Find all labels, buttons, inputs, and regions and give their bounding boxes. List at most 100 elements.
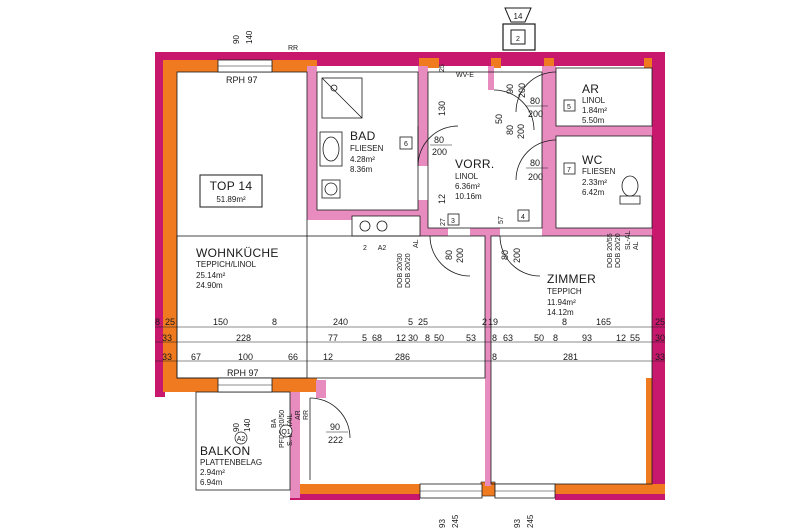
appliance-number-2: 2 xyxy=(363,245,367,252)
window-bottom-h1: 245 xyxy=(451,514,460,528)
door-zimmer-height: 200 xyxy=(512,248,522,263)
door-ar-height: 200 xyxy=(528,109,543,119)
dim1-6: 25 xyxy=(418,317,428,327)
dimension-chain-3: 33 67 100 66 12 286 8 281 33 xyxy=(155,352,665,362)
dim2-17: 30 xyxy=(655,333,665,343)
room-vorr-perimeter: 10.16m xyxy=(455,192,482,201)
dimension-chain-1: 8 25 150 8 240 5 25 2 19 8 165 25 xyxy=(155,317,665,328)
dob-right-slal: SL-AL xyxy=(625,230,632,250)
door-entry-width: 80 xyxy=(505,125,515,135)
room-ar-perimeter: 5.50m xyxy=(582,116,605,125)
dimension-chain-2: 33 228 77 5 68 12 30 8 50 53 8 63 50 8 9… xyxy=(155,333,665,343)
dob-left-al: AL xyxy=(413,239,420,248)
room-vorr: VORR. LINOL 6.36m² 10.16m xyxy=(455,157,494,201)
room-bad: BAD FLIESEN 4.28m² 8.36m 6 xyxy=(350,129,413,174)
room-vorr-area: 6.36m² xyxy=(455,182,480,191)
stair-marker: 14 2 xyxy=(502,7,536,51)
room-balkon-floor: PLATTENBELAG xyxy=(200,458,262,467)
dim2-1: 228 xyxy=(236,333,251,343)
dob-right-1: DOB 20/55 xyxy=(607,233,614,268)
door-bad-width: 80 xyxy=(434,135,444,145)
door-swing-vorr-top xyxy=(493,89,535,131)
dim2-2: 77 xyxy=(328,333,338,343)
balcony-ba: BA xyxy=(271,418,278,428)
top-label-title: TOP 14 xyxy=(210,179,253,193)
balcony-ar-code: AR xyxy=(295,410,302,420)
dim3-6: 8 xyxy=(492,352,497,362)
dim1-2: 150 xyxy=(213,317,228,327)
sink-icon xyxy=(319,131,343,167)
door-entry-height: 200 xyxy=(516,124,526,139)
balcony-window-height: 140 xyxy=(243,418,252,432)
shower-tray-icon xyxy=(321,77,363,119)
outline-strokes xyxy=(176,67,653,491)
room-zimmer-name: ZIMMER xyxy=(547,272,596,286)
balcony-door-height: 222 xyxy=(328,435,343,445)
room-balkon-name: BALKON xyxy=(200,444,251,458)
window-mid-rph: RPH 97 xyxy=(227,368,259,378)
door-zimmer-width: 80 xyxy=(500,250,510,260)
window-bottom-w2: 93 xyxy=(513,519,522,528)
wv-label: WV-E xyxy=(456,72,474,79)
room-wc: WC FLIESEN 2.33m² 6.42m 7 xyxy=(563,153,641,205)
dim2-6: 30 xyxy=(408,333,418,343)
dim3-7: 281 xyxy=(563,352,578,362)
dim-27: 27 xyxy=(440,218,447,226)
vorr-door-marker: 3 xyxy=(447,213,460,226)
room-balkon: BALKON PLATTENBELAG 2.94m² 6.94m xyxy=(200,444,262,487)
door-swing-wc xyxy=(515,139,557,181)
room-wohnkueche-perimeter: 24.90m xyxy=(196,281,223,290)
room-bad-floor: FLIESEN xyxy=(350,144,384,153)
marker-q1: Q1 xyxy=(281,429,290,436)
door-swings xyxy=(309,71,557,480)
balcony-window-width: 90 xyxy=(232,423,241,432)
room-wohnkueche-name: WOHNKÜCHE xyxy=(196,246,279,260)
room-ar: AR LINOL 1.84m² 5.50m 5 xyxy=(563,82,607,125)
door-dims: 80 200 90 200 80 200 80 200 80 200 80 20… xyxy=(430,64,548,263)
dim1-10: 165 xyxy=(596,317,611,327)
dim3-4: 12 xyxy=(323,352,333,362)
room-wohnkueche-area: 25.14m² xyxy=(196,271,226,280)
room-wc-area: 2.33m² xyxy=(582,178,607,187)
window-top-left-width: 90 xyxy=(232,35,241,44)
dim1-0: 8 xyxy=(155,317,160,327)
door-swing-zimmer xyxy=(499,235,541,277)
room-ar-floor: LINOL xyxy=(582,96,606,105)
room-bad-perimeter: 8.36m xyxy=(350,165,373,174)
dim2-14: 93 xyxy=(582,333,592,343)
room-wohnkueche: WOHNKÜCHE TEPPICH/LINOL 25.14m² 24.90m xyxy=(196,246,279,290)
dim1-1: 25 xyxy=(165,317,175,327)
marker-a2: A2 xyxy=(237,436,246,443)
hob-icon-2 xyxy=(376,220,388,232)
dim-25: 25 xyxy=(439,64,446,72)
window-mid: RPH 97 xyxy=(217,368,273,393)
door-bad-height: 200 xyxy=(432,147,447,157)
room-balkon-perimeter: 6.94m xyxy=(200,478,223,487)
room-zimmer-perimeter: 14.12m xyxy=(547,308,574,317)
toilet-icon xyxy=(619,175,641,205)
dim2-10: 8 xyxy=(492,333,497,343)
balcony-door: 90 140 90 222 BA PFDB 20/50 S. DETAIL A2… xyxy=(232,410,348,448)
dob-right-al: AL xyxy=(633,241,640,250)
dim2-13: 8 xyxy=(553,333,558,343)
room-ar-area: 1.84m² xyxy=(582,106,607,115)
door-swing-balkon xyxy=(309,397,351,439)
door-vorr-top-height: 200 xyxy=(517,83,527,98)
window-top-left: 90 140 RR RPH 97 xyxy=(217,30,298,85)
room-zimmer-floor: TEPPICH xyxy=(547,287,582,296)
door-wc-width: 80 xyxy=(530,158,540,168)
appliance-notes: 2 A2 DOB 20/30 DOB 20/20 AL DOB 20/55 DO… xyxy=(359,220,640,288)
stair-symbol: 2 xyxy=(516,36,520,43)
room-wc-floor: FLIESEN xyxy=(582,167,616,176)
room-balkon-area: 2.94m² xyxy=(200,468,225,477)
window-bottom-w1: 93 xyxy=(438,519,447,528)
balcony-rr-code: RR xyxy=(303,410,310,420)
door-vorr-number: 3 xyxy=(451,218,455,225)
dim-130: 130 xyxy=(437,101,447,116)
dim2-5: 12 xyxy=(396,333,406,343)
dim2-15: 12 xyxy=(616,333,626,343)
door-bad-number: 6 xyxy=(404,141,408,148)
dim1-5: 5 xyxy=(408,317,413,327)
room-bad-name: BAD xyxy=(350,129,376,143)
dim2-0: 33 xyxy=(162,333,172,343)
